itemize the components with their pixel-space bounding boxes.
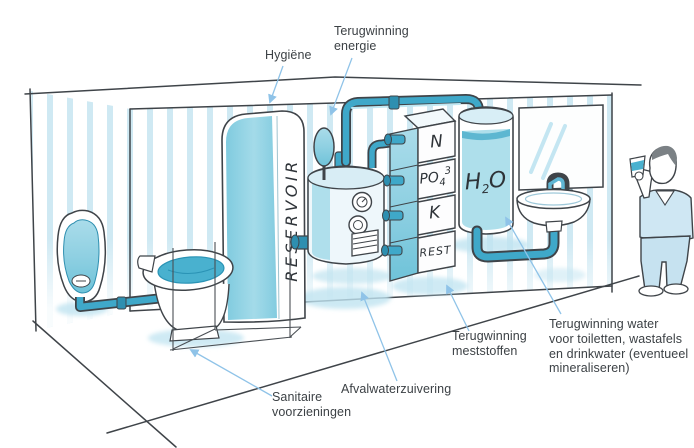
faucet bbox=[546, 172, 570, 200]
pipe-to-boxes bbox=[367, 137, 399, 168]
callout-water: Terugwinning water voor toiletten, wasta… bbox=[549, 317, 689, 376]
leader-hygiene bbox=[268, 65, 284, 104]
leader-fertilizer bbox=[446, 284, 470, 332]
water-tank: H2O bbox=[458, 106, 514, 235]
reservoir-tank: RESERVOIR bbox=[221, 110, 306, 323]
trousers bbox=[640, 235, 691, 291]
collar bbox=[654, 190, 676, 207]
box-taps bbox=[381, 133, 406, 257]
hand bbox=[634, 171, 644, 181]
box-label-rest: REST bbox=[419, 243, 453, 259]
leader-water bbox=[505, 216, 562, 315]
callout-hygiene: Hygiëne bbox=[265, 48, 312, 62]
leader-sanitary bbox=[189, 349, 273, 397]
callout-energy: Terugwinning energie bbox=[334, 24, 409, 53]
box-label-n: N bbox=[429, 131, 444, 152]
shoe-right bbox=[663, 283, 689, 295]
expansion-vessel bbox=[313, 127, 335, 180]
callout-treatment: Afvalwaterzuivering bbox=[341, 382, 452, 396]
hair bbox=[652, 145, 677, 166]
reservoir-label: RESERVOIR bbox=[282, 158, 301, 281]
callout-sanitary: Sanitaire voorzieningen bbox=[272, 390, 352, 419]
water-tank-label: H2O bbox=[464, 168, 507, 198]
drinking-glass bbox=[629, 155, 646, 178]
box-label-k: K bbox=[428, 202, 443, 223]
callout-leaders bbox=[189, 57, 562, 397]
box-label-po4: PO43 bbox=[418, 165, 452, 190]
leader-energy bbox=[329, 57, 353, 116]
toilet-sketch-cube bbox=[169, 238, 302, 351]
sink bbox=[516, 172, 591, 233]
treatment-boiler bbox=[290, 151, 385, 265]
mirror bbox=[518, 104, 604, 191]
person-drinking bbox=[629, 145, 694, 297]
urinal bbox=[56, 209, 107, 303]
leader-treatment bbox=[360, 291, 398, 382]
pipe-tank-to-sink bbox=[471, 218, 560, 263]
shoe-left bbox=[638, 285, 664, 297]
fertilizer-boxes: N PO43 K REST bbox=[381, 108, 457, 282]
callout-fertilizer: Terugwinning meststoffen bbox=[452, 329, 527, 358]
